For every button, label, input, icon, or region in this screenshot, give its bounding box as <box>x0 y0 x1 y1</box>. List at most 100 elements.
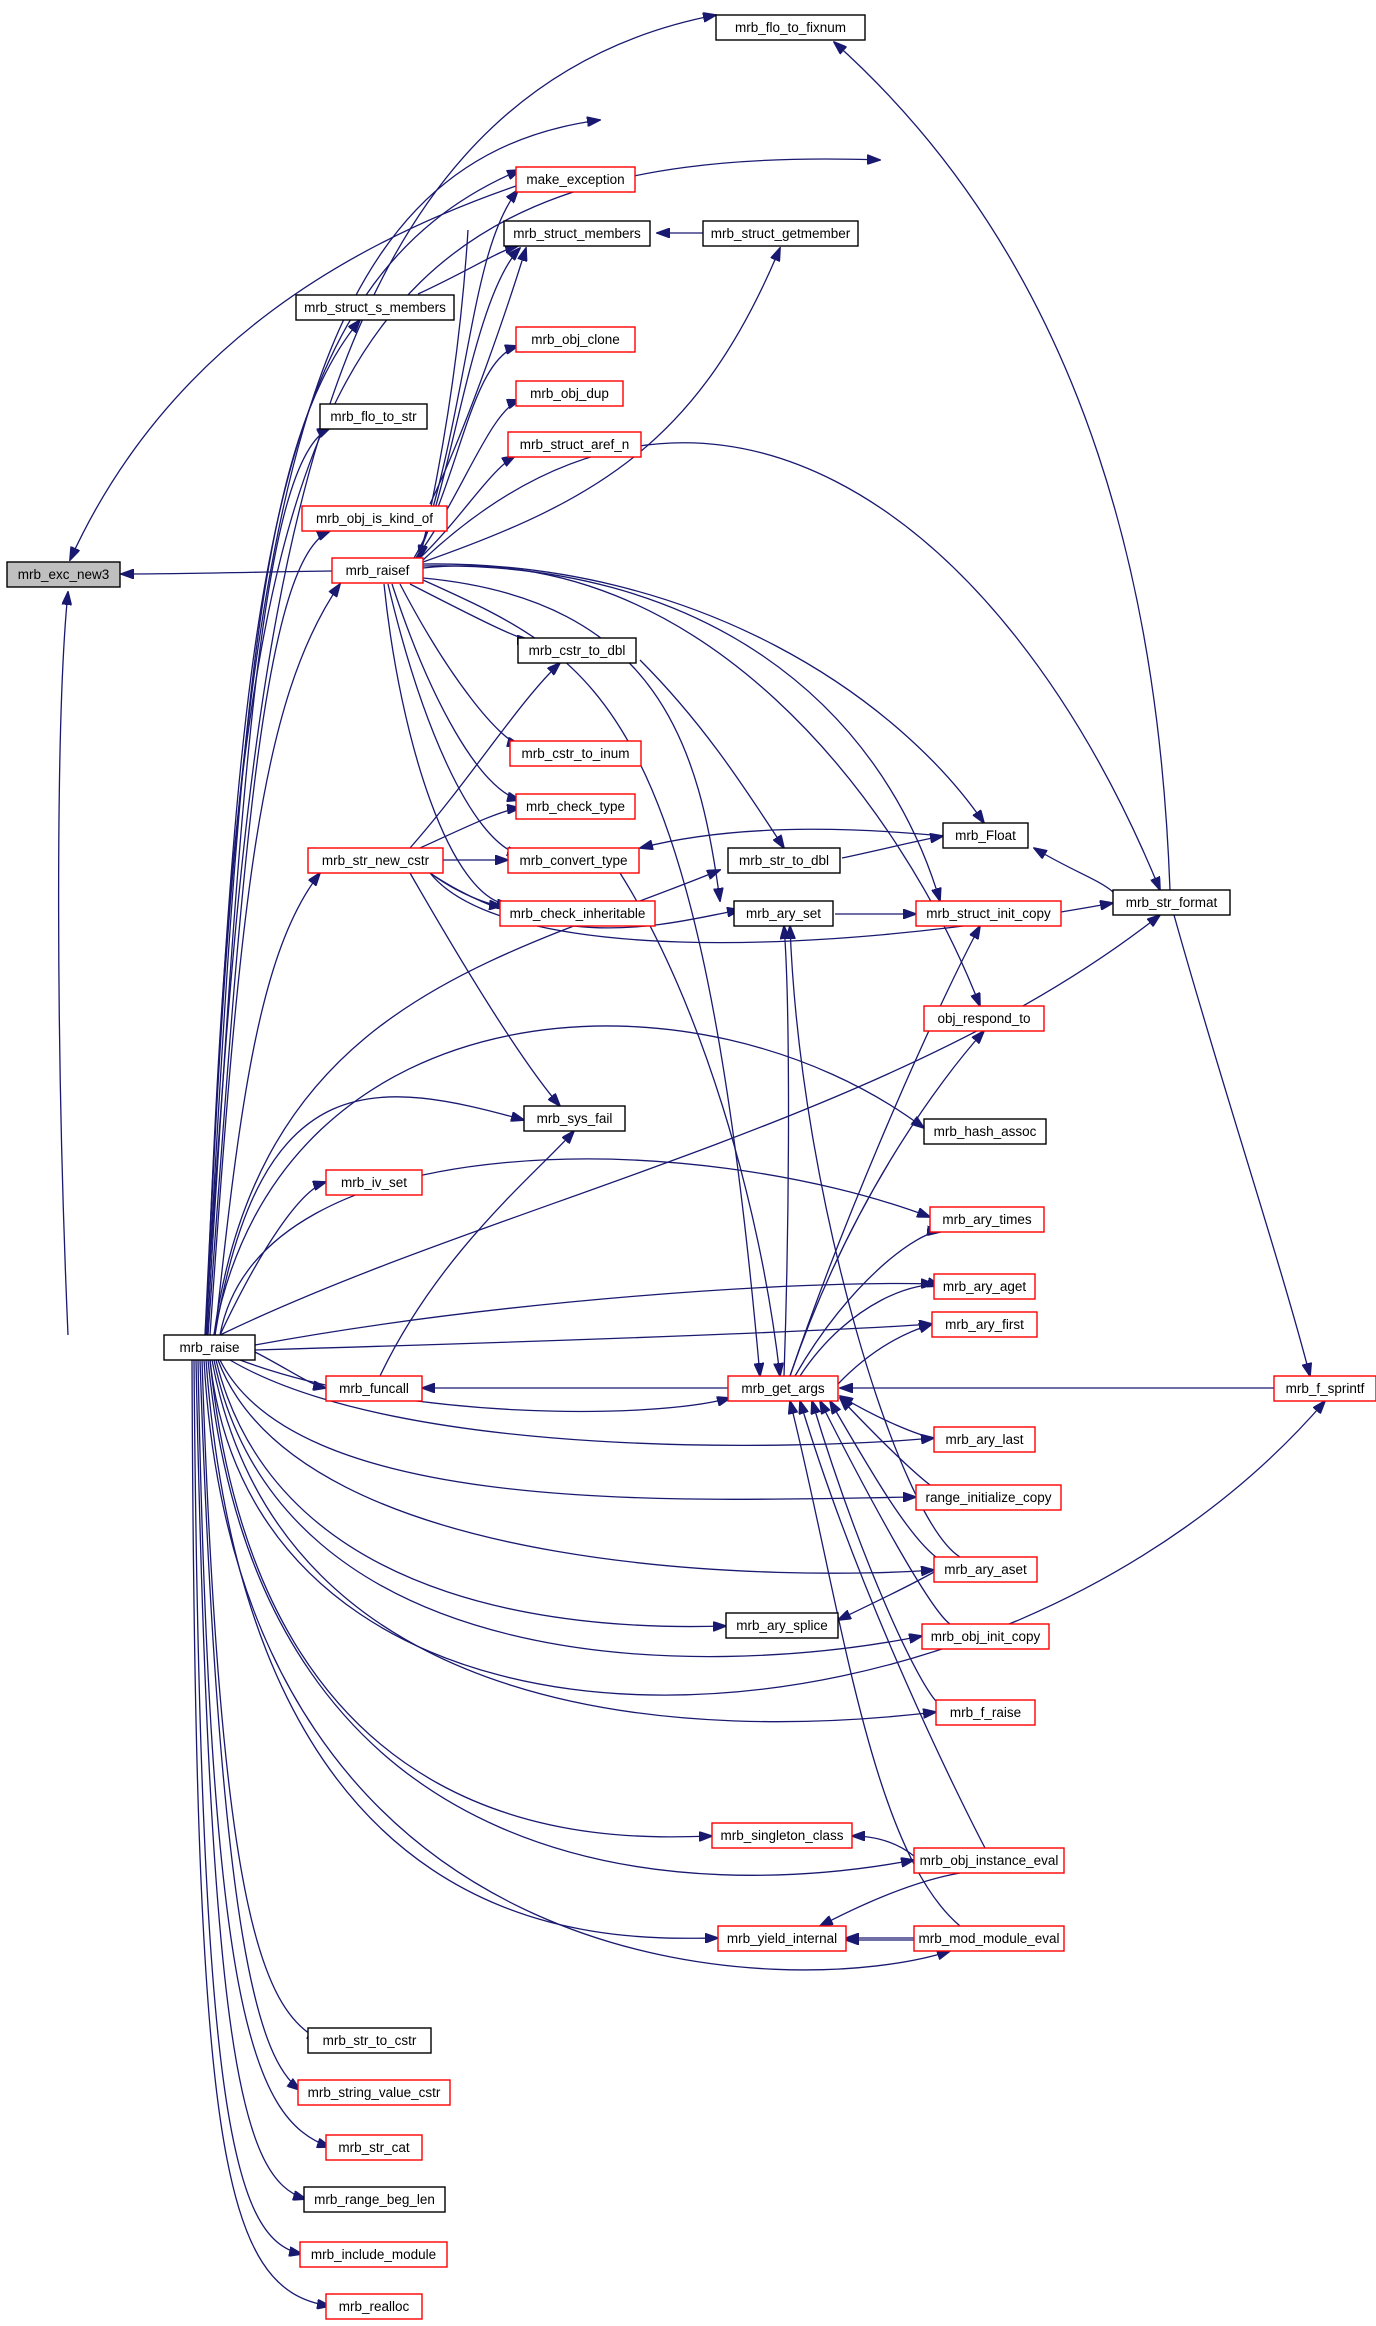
node-flo-to-str[interactable]: mrb_flo_to_str <box>319 403 428 430</box>
edge-line <box>239 1359 730 1413</box>
node-box <box>921 1623 1050 1650</box>
edge-line <box>820 1872 961 1926</box>
edge-line <box>820 1401 951 1625</box>
node-label: mrb_struct_s_members <box>304 300 446 315</box>
node-flo-to-fixnum[interactable]: mrb_flo_to_fixnum <box>715 14 866 41</box>
node-str-to-cstr[interactable]: mrb_str_to_cstr <box>307 2027 432 2054</box>
edge-raise-calls-ary_last <box>229 1359 934 1447</box>
node-label: mrb_singleton_class <box>720 1828 843 1843</box>
edge-cstr_to_dbl-calls-str_to_dbl <box>639 659 784 848</box>
node-range-init-copy[interactable]: range_initialize_copy <box>915 1484 1062 1511</box>
node-f-sprintf[interactable]: mrb_f_sprintf <box>1273 1375 1376 1402</box>
nodes-layer: mrb_exc_new3 mrb_flo_to_fixnum make_except… <box>6 14 1376 2320</box>
node-str-new-cstr[interactable]: mrb_str_new_cstr <box>307 847 444 874</box>
edge-raise-calls-singleton_class <box>209 1359 712 1837</box>
edge-line <box>1173 914 1310 1376</box>
edge-raise-calls-sys_fail <box>214 1096 524 1336</box>
node-box <box>711 1822 853 1849</box>
node-raisef[interactable]: mrb_raisef <box>331 557 424 584</box>
node-raise[interactable]: mrb_raise <box>163 1334 256 1361</box>
node-obj-respond-to[interactable]: obj_respond_to <box>923 1005 1045 1032</box>
edge-line <box>790 926 961 1558</box>
node-label: mrb_iv_set <box>341 1175 407 1190</box>
node-range-beg-len[interactable]: mrb_range_beg_len <box>303 2186 446 2213</box>
node-label: mrb_raisef <box>346 563 410 578</box>
node-realloc[interactable]: mrb_realloc <box>325 2293 423 2320</box>
edge-line <box>203 1359 950 1971</box>
node-struct-aref-n[interactable]: mrb_struct_aref_n <box>507 431 642 458</box>
edge-str_new_cstr-calls-cstr_to_dbl <box>409 663 560 849</box>
node-ary-last[interactable]: mrb_ary_last <box>933 1426 1036 1453</box>
edge-line <box>209 1359 712 1837</box>
node-iv-set[interactable]: mrb_iv_set <box>325 1169 423 1196</box>
edge-mod_module_eval-calls-get_args <box>790 1401 961 1927</box>
node-convert-type[interactable]: mrb_convert_type <box>507 847 640 874</box>
node-label: mrb_convert_type <box>519 853 627 868</box>
node-box <box>307 2027 432 2054</box>
edge-obj_instance_eval-calls-get_args <box>800 1401 986 1849</box>
node-box <box>507 431 642 458</box>
node-box <box>299 2241 448 2268</box>
edge-raisef-calls-obj_dup <box>415 400 520 559</box>
edge-raise-calls-exc <box>57 592 68 1336</box>
node-obj-instance-eval[interactable]: mrb_obj_instance_eval <box>913 1847 1065 1874</box>
node-obj-is-kind-of[interactable]: mrb_obj_is_kind_of <box>301 505 448 532</box>
node-label: mrb_funcall <box>339 1381 409 1396</box>
node-check-type[interactable]: mrb_check_type <box>515 793 636 820</box>
edge-line <box>219 915 1160 1336</box>
node-obj-init-copy[interactable]: mrb_obj_init_copy <box>921 1623 1050 1650</box>
node-box <box>301 505 448 532</box>
node-funcall[interactable]: mrb_funcall <box>325 1375 423 1402</box>
node-box <box>1273 1375 1376 1402</box>
node-ary-set[interactable]: mrb_ary_set <box>733 900 834 927</box>
edge-line <box>219 1359 916 1499</box>
edge-line <box>209 1359 1325 1696</box>
node-get-args[interactable]: mrb_get_args <box>727 1375 839 1402</box>
node-f-raise[interactable]: mrb_f_raise <box>935 1699 1036 1726</box>
node-struct-s-members[interactable]: mrb_struct_s_members <box>295 294 455 321</box>
node-struct-init-copy[interactable]: mrb_struct_init_copy <box>915 900 1062 927</box>
node-float[interactable]: mrb_Float <box>942 822 1029 849</box>
node-obj-clone[interactable]: mrb_obj_clone <box>515 326 636 353</box>
edge-line <box>254 1284 934 1346</box>
node-ary-splice[interactable]: mrb_ary_splice <box>725 1612 839 1639</box>
node-label: mrb_ary_set <box>746 906 821 921</box>
node-yield-internal[interactable]: mrb_yield_internal <box>717 1925 847 1952</box>
edge-raise-calls-hash_assoc <box>213 1025 924 1336</box>
node-box <box>297 2079 451 2106</box>
node-str-to-dbl[interactable]: mrb_str_to_dbl <box>727 847 841 874</box>
edge-line <box>422 442 1160 890</box>
edge-raisef-calls-cstr_to_inum <box>399 583 520 745</box>
node-ary-aget[interactable]: mrb_ary_aget <box>933 1273 1036 1300</box>
node-str-cat[interactable]: mrb_str_cat <box>325 2134 423 2161</box>
node-ary-times[interactable]: mrb_ary_times <box>929 1206 1045 1233</box>
edge-line <box>207 531 330 1336</box>
node-obj-dup[interactable]: mrb_obj_dup <box>515 380 624 407</box>
edge-line <box>205 120 600 1336</box>
node-string-value-cstr[interactable]: mrb_string_value_cstr <box>297 2079 451 2106</box>
node-check-inheritable[interactable]: mrb_check_inheritable <box>499 900 656 927</box>
node-singleton-class[interactable]: mrb_singleton_class <box>711 1822 853 1849</box>
edge-raise-calls-struct_init_copy <box>205 159 880 1336</box>
node-ary-aset[interactable]: mrb_ary_aset <box>933 1556 1038 1583</box>
node-mod-module-eval[interactable]: mrb_mod_module_eval <box>913 1925 1065 1952</box>
node-cstr-to-dbl[interactable]: mrb_cstr_to_dbl <box>517 637 637 664</box>
node-cstr-to-inum[interactable]: mrb_cstr_to_inum <box>509 740 642 767</box>
node-struct-getmember[interactable]: mrb_struct_getmember <box>702 220 859 247</box>
node-hash-assoc[interactable]: mrb_hash_assoc <box>923 1118 1047 1145</box>
node-sys-fail[interactable]: mrb_sys_fail <box>523 1105 626 1132</box>
node-box <box>163 1334 256 1361</box>
node-struct-members[interactable]: mrb_struct_members <box>503 220 651 247</box>
node-make-exception[interactable]: make_exception <box>515 166 636 193</box>
edge-line <box>812 1401 941 1706</box>
node-exc[interactable]: mrb_exc_new3 <box>6 561 121 588</box>
node-include-module[interactable]: mrb_include_module <box>299 2241 448 2268</box>
node-ary-first[interactable]: mrb_ary_first <box>931 1311 1038 1338</box>
node-box <box>733 900 834 927</box>
edge-line <box>415 400 520 559</box>
node-box <box>935 1699 1036 1726</box>
node-box <box>715 14 866 41</box>
node-str-format[interactable]: mrb_str_format <box>1112 889 1231 916</box>
node-box <box>331 557 424 584</box>
edge-raise-calls-ary_times <box>219 1158 930 1336</box>
